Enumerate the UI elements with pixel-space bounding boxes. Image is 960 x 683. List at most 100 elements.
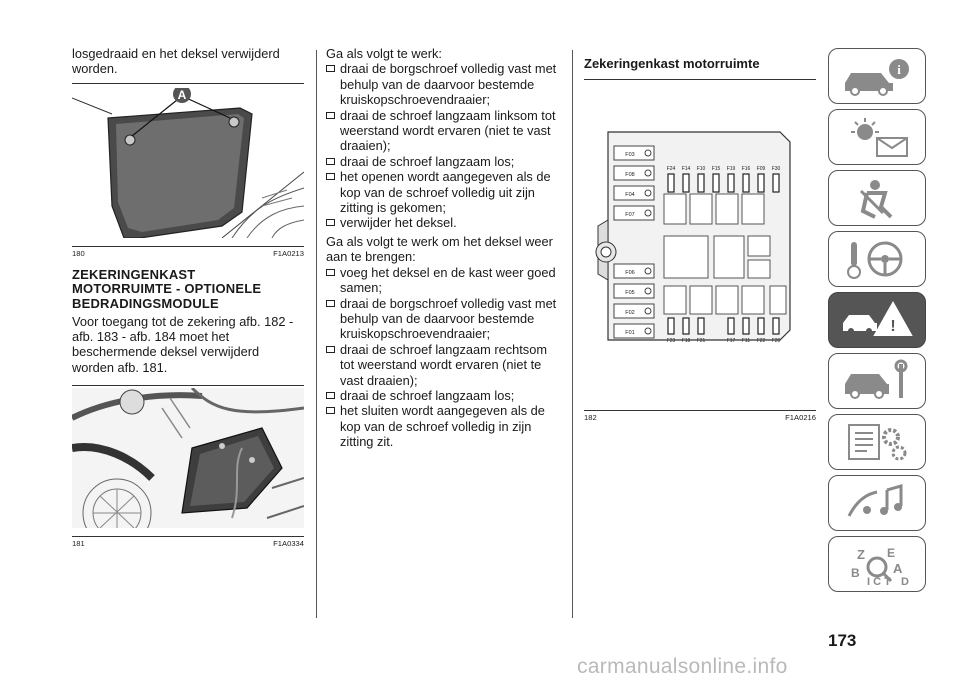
fuse <box>697 173 705 193</box>
svg-text:B: B <box>851 566 860 580</box>
fuse <box>667 173 675 193</box>
relay-screw-icon <box>644 209 652 217</box>
list-item: verwijder het deksel. <box>326 215 562 230</box>
section-title-line: ZEKERINGENKAST <box>72 266 196 282</box>
fuse-label: F10 <box>697 166 706 172</box>
list-item: draai de borgschroef volledig vast met b… <box>326 61 562 107</box>
fuse-label: F23 <box>667 338 676 344</box>
fuse-label: F05 <box>625 290 634 296</box>
fuse-cover-illustration: A <box>71 84 305 239</box>
svg-text:Z: Z <box>857 547 865 562</box>
figure-caption: 180 F1A0213 <box>72 245 304 258</box>
fuse <box>757 173 765 193</box>
list-item: draai de schroef langzaam los; <box>326 154 562 169</box>
intro-text: losgedraaid en het deksel verwijderd wor… <box>72 46 280 77</box>
list-item: draai de schroef langzaam los; <box>326 388 562 403</box>
fuse <box>742 317 750 335</box>
figure-181: 181 F1A0334 <box>70 387 305 549</box>
relay-screw-icon <box>644 189 652 197</box>
figure-180: A 180 F1A0213 <box>71 84 305 258</box>
svg-text:!: ! <box>890 318 895 335</box>
car-info-icon: i <box>845 59 909 96</box>
list-item: draai de schroef langzaam rechtsom tot w… <box>326 342 562 388</box>
figure-caption: 182 F1A0216 <box>584 410 816 422</box>
checkbox-bullet-icon <box>326 65 335 73</box>
column-divider <box>316 50 317 618</box>
checkbox-bullet-icon <box>326 391 335 399</box>
callout-label: A <box>178 88 187 102</box>
svg-text:A: A <box>893 561 903 576</box>
maintenance-icon <box>845 359 908 399</box>
figure-number: 180 <box>72 248 85 258</box>
watermark: carmanualsonline.info <box>577 655 788 678</box>
fuse-label: F20 <box>772 338 781 344</box>
fuse-label: F14 <box>682 166 691 172</box>
svg-text:E: E <box>887 546 895 560</box>
figure-code: F1A0216 <box>785 413 816 422</box>
list-item: draai de schroef langzaam linksom tot we… <box>326 108 562 154</box>
list-item: draai de borgschroef volledig vast met b… <box>326 296 562 342</box>
fuse-label: F02 <box>625 310 634 316</box>
intro-text: Ga als volgt te werk om het deksel weer … <box>326 233 553 265</box>
relay-screw-icon <box>644 307 652 315</box>
fuse-label: F24 <box>667 166 676 172</box>
list-item: het openen wordt aangegeven als de kop v… <box>326 169 562 215</box>
rule <box>584 79 816 80</box>
checkbox-bullet-icon <box>326 173 335 181</box>
relay-slot <box>613 165 655 181</box>
body-text: Voor toegang tot de zekering afb. 182 - … <box>72 313 294 375</box>
fuse-label: F19 <box>727 166 736 172</box>
relay-slot <box>613 303 655 319</box>
fuse <box>682 173 690 193</box>
fuse-label: F16 <box>742 166 751 172</box>
section-title-line: MOTORRUIMTE - OPTIONELE <box>72 281 262 297</box>
fuse-label: F17 <box>727 338 736 344</box>
fuse-label: F15 <box>712 166 721 172</box>
figure-code: F1A0213 <box>273 248 304 258</box>
checkbox-bullet-icon <box>326 345 335 353</box>
fuse-label: F22 <box>757 338 766 344</box>
step-list-remove: draai de borgschroef volledig vast met b… <box>326 61 562 230</box>
checkbox-bullet-icon <box>326 157 335 165</box>
airbag-safety-icon <box>859 180 893 219</box>
tab-maintenance[interactable] <box>828 353 926 409</box>
fuse-label: F21 <box>697 338 706 344</box>
section-title: ZEKERINGENKAST MOTORRUIMTE - OPTIONELE B… <box>72 266 304 312</box>
fuse-label: F30 <box>772 166 781 172</box>
relay-slot <box>613 185 655 201</box>
relay-slot <box>613 145 655 161</box>
fuse <box>727 317 735 335</box>
fuse-label: F03 <box>625 152 634 158</box>
tab-emergency[interactable]: ! <box>828 292 926 348</box>
figure-number: 182 <box>584 413 597 422</box>
emergency-icon: ! <box>843 300 913 336</box>
checkbox-bullet-icon <box>326 407 335 415</box>
relay-slot <box>613 323 655 339</box>
column-3: Zekeringenkast motorruimte <box>584 56 816 422</box>
tab-warning-lights[interactable] <box>828 109 926 165</box>
tab-starting-driving[interactable] <box>828 231 926 287</box>
tab-car-info[interactable]: i <box>828 48 926 104</box>
relay-screw-icon <box>644 267 652 275</box>
engine-bay-illustration <box>70 387 305 548</box>
relay-screw-icon <box>644 149 652 157</box>
fuse-label: F07 <box>625 212 634 218</box>
rule <box>72 82 304 84</box>
fuse <box>727 173 735 193</box>
tab-safety[interactable] <box>828 170 926 226</box>
checkbox-bullet-icon <box>326 299 335 307</box>
relay-slot <box>613 283 655 299</box>
column-2: Ga als volgt te werk: draai de borgschro… <box>326 46 562 450</box>
figure-code: F1A0334 <box>273 539 304 549</box>
tab-specifications[interactable] <box>828 414 926 470</box>
relay-screw-icon <box>644 287 652 295</box>
figure-number: 181 <box>72 539 85 549</box>
tab-multimedia[interactable] <box>828 475 926 531</box>
relay-screw-icon <box>644 169 652 177</box>
column-1: losgedraaid en het deksel verwijderd wor… <box>70 46 305 549</box>
fuse <box>742 173 750 193</box>
relay-screw-icon <box>644 327 652 335</box>
